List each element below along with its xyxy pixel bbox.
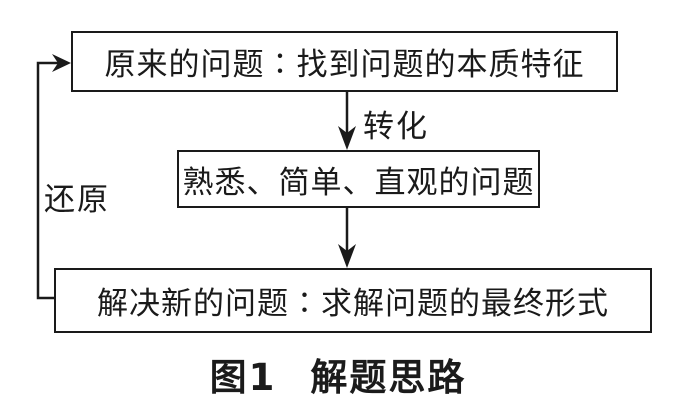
solve-new-problem-box: 解决新的问题∶求解问题的最终形式 (54, 268, 652, 333)
restore-label: 还原 (44, 182, 110, 218)
transform-arrow (338, 92, 356, 150)
solve-new-problem-text: 解决新的问题∶求解问题的最终形式 (97, 286, 609, 322)
figure-number: 图1 (209, 356, 277, 399)
familiar-problem-box: 熟悉、简单、直观的问题 (177, 150, 540, 208)
transform-label: 转化 (363, 109, 429, 145)
original-problem-box: 原来的问题∶找到问题的本质特征 (71, 31, 618, 92)
figure-title: 解题思路 (310, 356, 467, 399)
down-arrow (338, 208, 356, 268)
figure-caption: 图1 解题思路 (0, 347, 676, 401)
original-problem-text: 原来的问题∶找到问题的本质特征 (104, 47, 585, 83)
familiar-problem-text: 熟悉、简单、直观的问题 (182, 164, 535, 201)
